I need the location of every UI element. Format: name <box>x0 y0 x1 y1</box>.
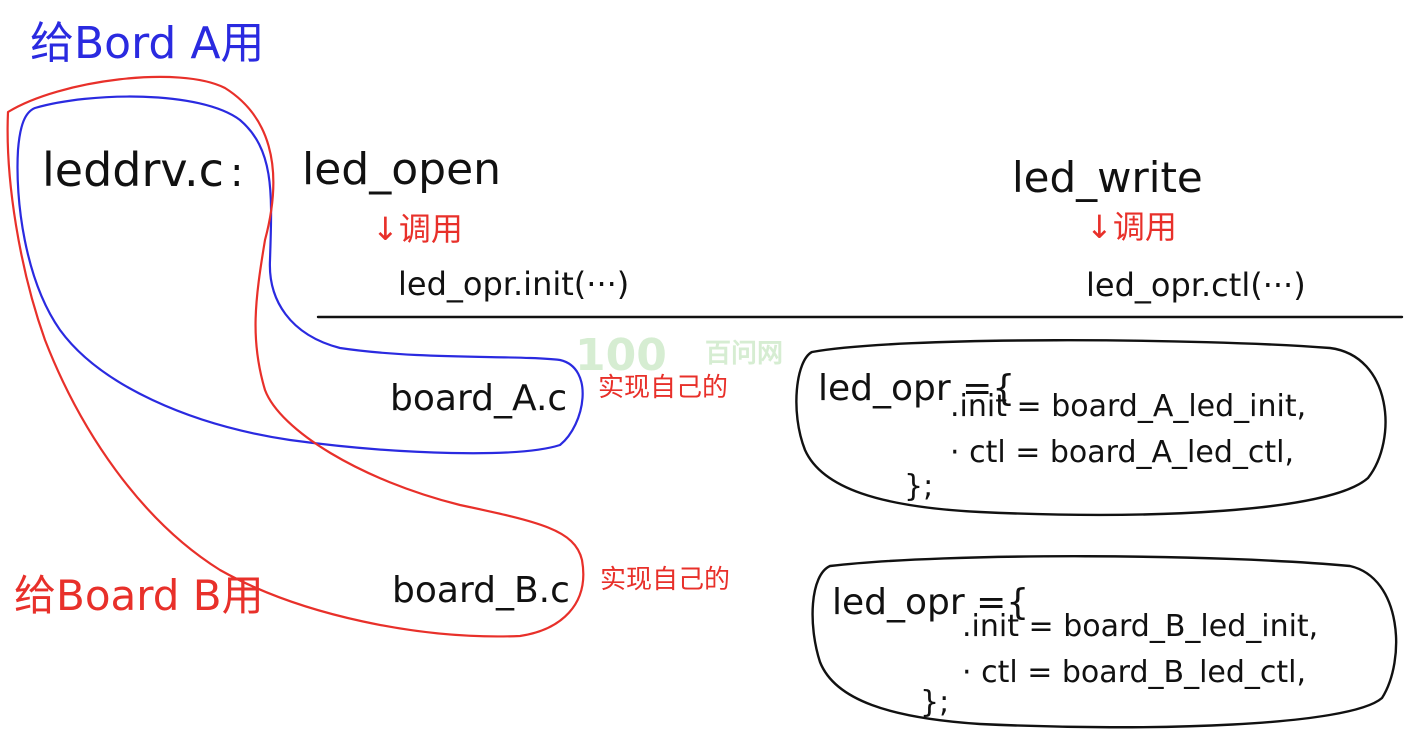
watermark-site: 百问网 <box>705 339 783 369</box>
board-b-note: 实现自己的 <box>600 565 730 595</box>
watermark: 100 百问网 <box>575 330 783 381</box>
write-call-target: led_opr.ctl(···) <box>1086 266 1306 304</box>
board-a-ctl-line: · ctl = board_A_led_ctl, <box>950 435 1294 470</box>
board-a-init-line: .init = board_A_led_init, <box>950 389 1306 424</box>
board-a-struct-end: }; <box>904 469 933 504</box>
board-b-struct-head: led_opr ={ <box>832 582 1029 623</box>
watermark-number: 100 <box>575 330 667 381</box>
open-call-target: led_opr.init(···) <box>398 265 629 303</box>
open-call-arrow: ↓调用 <box>372 210 463 248</box>
board-b-struct-end: }; <box>920 685 949 720</box>
board-b-ctl-line: · ctl = board_B_led_ctl, <box>962 655 1306 690</box>
board-a-annotation: 给Bord A用 <box>30 18 264 69</box>
driver-colon: : <box>230 150 243 196</box>
board-b-file: board_B.c <box>392 570 570 611</box>
board-a-struct-outline <box>795 339 1387 517</box>
board-a-enclosure <box>16 95 584 455</box>
open-function: led_open <box>302 144 501 195</box>
board-a-note: 实现自己的 <box>598 373 728 403</box>
board-b-enclosure <box>6 75 585 638</box>
driver-file: leddrv.c <box>42 143 224 197</box>
write-function: led_write <box>1012 153 1203 202</box>
board-b-struct-outline <box>811 555 1398 729</box>
board-a-file: board_A.c <box>390 378 567 419</box>
board-b-init-line: .init = board_B_led_init, <box>962 609 1318 644</box>
write-call-arrow: ↓调用 <box>1086 208 1177 246</box>
board-a-struct-head: led_opr ={ <box>818 368 1015 409</box>
board-b-annotation: 给Board B用 <box>14 571 264 620</box>
